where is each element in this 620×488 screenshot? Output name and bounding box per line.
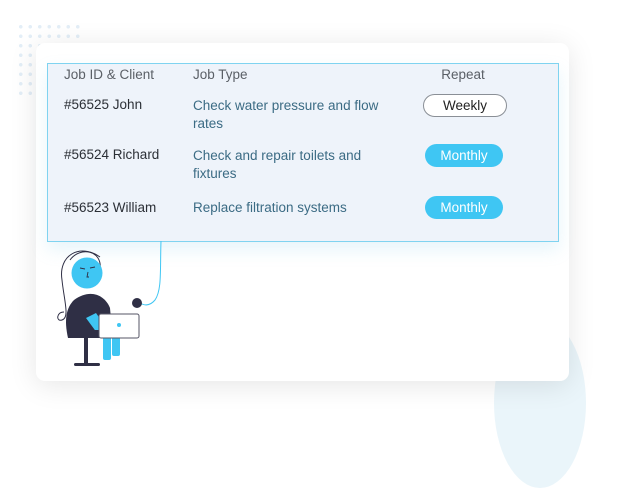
header-repeat: Repeat [441,67,485,82]
header-job-id-client: Job ID & Client [64,67,155,82]
job-id-client: #56523 William [64,200,157,215]
person-with-laptop-illustration [57,240,162,366]
repeat-badge-monthly[interactable]: Monthly [425,144,503,167]
repeat-badge-monthly[interactable]: Monthly [425,196,503,219]
jobs-table: Job ID & Client Job Type Repeat #56525 J… [47,63,559,242]
hair-line [57,250,101,321]
header-job-type: Job Type [193,67,248,82]
job-id-client: #56525 John [64,97,143,112]
job-type: Replace filtration systems [193,200,347,215]
cable-line [139,240,162,306]
chair-stem [84,338,88,364]
job-type: Check water pressure and flow rates [193,98,379,131]
repeat-badge-weekly[interactable]: Weekly [423,94,507,117]
head-icon [71,257,103,289]
mouse-icon [132,298,142,308]
job-type: Check and repair toilets and fixtures [193,148,362,181]
job-id-client: #56524 Richard [64,147,160,162]
